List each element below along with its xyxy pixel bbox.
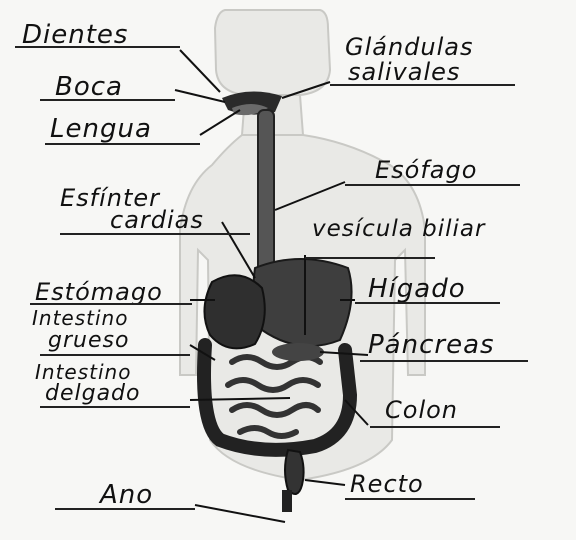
underline-colon xyxy=(370,426,500,428)
rectum-shape xyxy=(285,450,304,494)
label-intestino-grueso-2: grueso xyxy=(48,330,129,352)
recto-leader xyxy=(305,480,345,485)
label-recto: Recto xyxy=(350,472,424,496)
underline-boca xyxy=(40,99,175,101)
stomach-shape xyxy=(204,275,264,348)
label-higado: Hígado xyxy=(368,276,466,302)
underline-esofago xyxy=(345,184,520,186)
head-outline xyxy=(215,10,330,95)
underline-intestino-grueso xyxy=(40,354,190,356)
label-estomago: Estómago xyxy=(35,280,163,304)
label-dientes: Dientes xyxy=(22,22,128,48)
label-lengua: Lengua xyxy=(50,116,152,142)
label-boca: Boca xyxy=(55,74,123,100)
underline-estomago xyxy=(30,303,192,305)
underline-esfinter xyxy=(60,233,250,235)
label-intestino-delgado-1: Intestino xyxy=(35,362,131,382)
label-intestino-delgado-2: delgado xyxy=(45,383,140,405)
underline-recto xyxy=(345,498,475,500)
underline-higado xyxy=(355,302,500,304)
label-esfinter-2: cardias xyxy=(110,208,204,232)
underline-pancreas xyxy=(360,360,528,362)
esophagus-shape xyxy=(258,110,274,280)
liver-shape xyxy=(254,259,352,346)
label-pancreas: Páncreas xyxy=(368,332,495,358)
underline-ano xyxy=(55,508,195,510)
underline-intestino-delgado xyxy=(40,406,190,408)
boca-leader xyxy=(175,90,225,102)
label-glandulas-2: salivales xyxy=(348,60,460,84)
underline-lengua xyxy=(45,143,200,145)
label-colon: Colon xyxy=(385,398,458,422)
underline-glandulas xyxy=(330,84,515,86)
lengua-leader xyxy=(200,110,240,135)
label-ano: Ano xyxy=(100,482,153,508)
dientes-leader xyxy=(180,50,220,92)
label-intestino-grueso-1: Intestino xyxy=(32,308,128,328)
pancreas-shape xyxy=(272,343,324,361)
ano-leader xyxy=(195,505,285,522)
label-glandulas-1: Glándulas xyxy=(345,35,474,59)
label-esofago: Esófago xyxy=(375,158,477,182)
underline-dientes xyxy=(15,46,180,48)
anus-shape xyxy=(282,490,292,512)
label-vesicula: vesícula biliar xyxy=(312,218,485,241)
underline-vesicula xyxy=(305,257,435,259)
